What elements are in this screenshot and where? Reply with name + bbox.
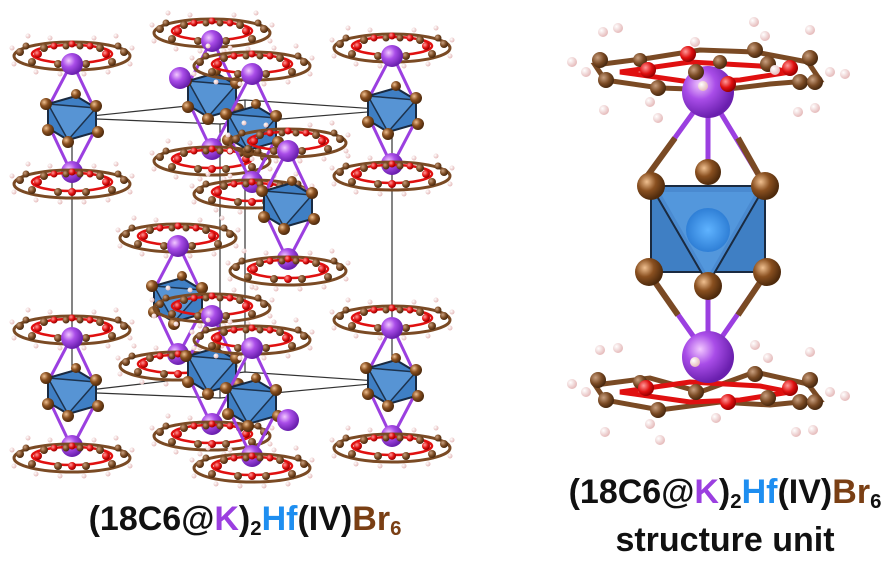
hafnium-label: Hf xyxy=(741,473,778,511)
bromine-label: Br xyxy=(832,473,871,511)
hafnium-label: Hf xyxy=(261,500,298,538)
structure-unit-model xyxy=(567,17,850,445)
crystal-lattice xyxy=(10,11,455,489)
potassium-label: K xyxy=(694,473,719,511)
crown-ether-bottom xyxy=(567,331,850,445)
bromine-label: Br xyxy=(352,500,391,538)
left-caption: (18C6@K)2Hf(IV)Br6 xyxy=(88,500,402,541)
potassium-label: K xyxy=(214,500,239,538)
structure-unit-label: structure unit xyxy=(615,521,835,560)
crown-ether-top xyxy=(567,17,850,123)
